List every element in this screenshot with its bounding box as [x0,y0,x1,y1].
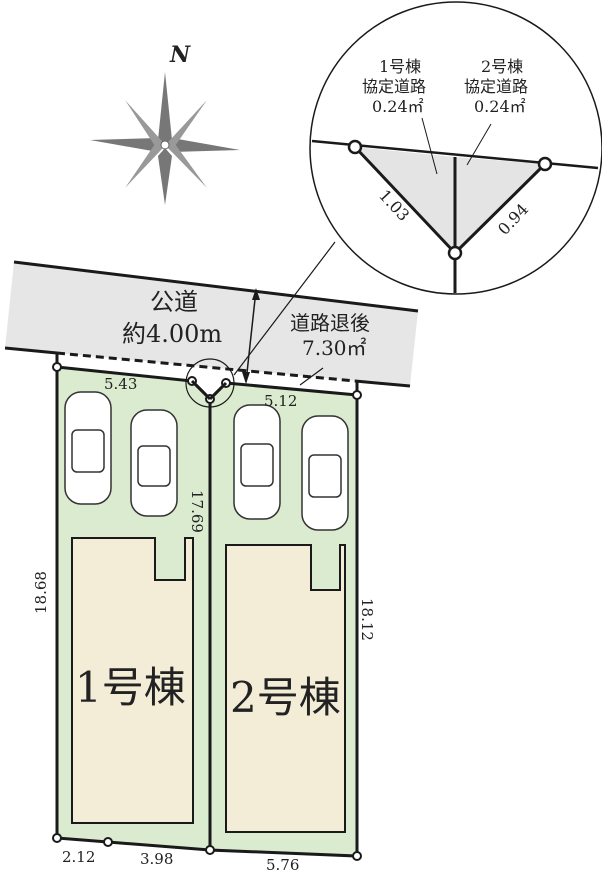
building-2 [225,544,346,833]
lot2-front-dim: 5.12 [264,392,297,410]
detail-lot1-road: 協定道路 [362,77,426,96]
lot2-back-dim: 5.76 [266,856,299,874]
lot1-left-dim: 18.68 [32,571,50,614]
setback-area: 7.30㎡ [302,336,367,360]
car-icon [64,391,349,531]
building-1-label: 1号棟 [75,663,186,712]
detail-lot2-name: 2号棟 [481,57,523,76]
lot1-front-dim: 5.43 [104,375,137,393]
road-title: 公道 [150,288,198,316]
lot1-back-dim-a: 2.12 [62,848,95,866]
north-label: N [169,42,191,68]
detail-lot2-road: 協定道路 [464,77,528,96]
road-width: 約4.00m [122,320,222,348]
lot2-right-dim: 18.12 [358,598,376,641]
setback-title: 道路退後 [290,311,370,335]
building-1 [71,537,194,824]
detail-lot1-area: 0.24㎡ [372,97,424,116]
public-road [5,262,418,386]
detail-lot2-area: 0.24㎡ [474,97,526,116]
building-2-label: 2号棟 [230,673,341,722]
detail-view [309,1,602,295]
detail-lot1-name: 1号棟 [379,57,421,76]
compass-rose-icon [90,72,240,205]
setback-line [56,351,356,383]
lot1-right-dim: 17.69 [188,490,206,533]
lot1-back-dim-b: 3.98 [140,850,173,868]
